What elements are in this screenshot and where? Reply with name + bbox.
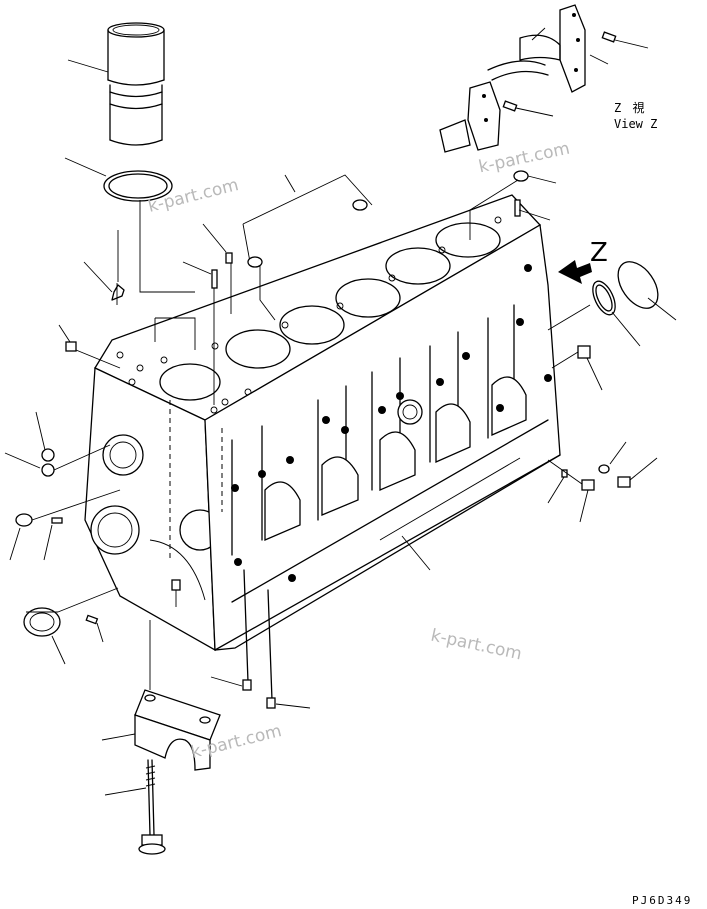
cylinder-block-icon <box>84 194 561 652</box>
view-z-arrow-letter: Z <box>590 238 608 268</box>
front-seal-icon <box>23 607 61 637</box>
drain-plug-icon <box>581 476 631 491</box>
cover-plate-icon <box>617 261 659 309</box>
view-z-caption-en: View Z <box>614 117 658 131</box>
bottom-bolt-icon <box>138 759 166 855</box>
main-bearing-cap-icon <box>134 689 221 771</box>
view-z-detail-icon <box>439 4 617 153</box>
cap-bolt-icon <box>242 569 276 709</box>
view-z-arrow-icon <box>558 260 592 284</box>
o-ring-icon <box>103 170 173 202</box>
side-o-ring-icon <box>592 280 616 316</box>
dowel-pin-icon <box>211 199 521 289</box>
cylinder-liner-icon <box>107 22 165 146</box>
nozzle-icon <box>111 283 125 305</box>
view-z-caption-jp: Z 視 <box>614 101 647 115</box>
drawing-code: PJ6D349 <box>632 894 693 907</box>
